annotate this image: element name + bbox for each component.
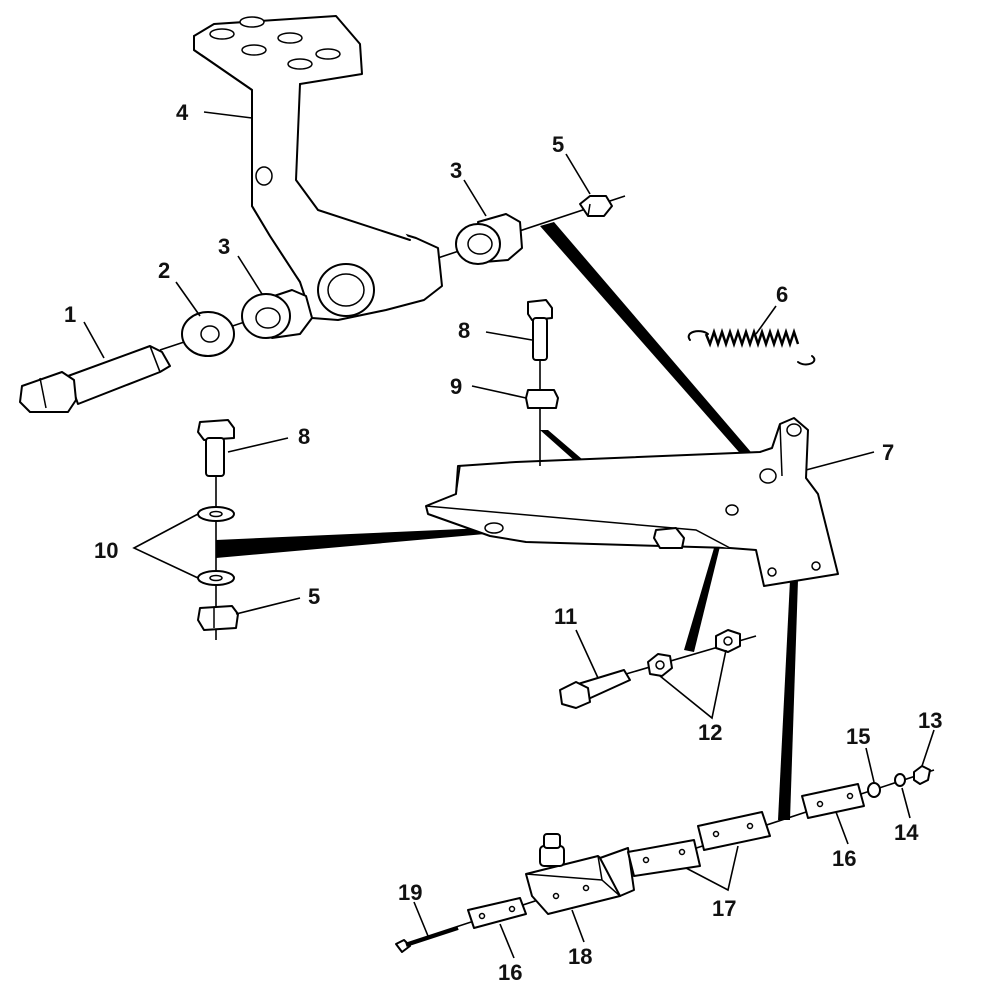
pedal-hole — [277, 32, 303, 44]
bracket-hole — [759, 468, 777, 484]
bolt-11 — [559, 669, 631, 709]
bracket-hole — [786, 423, 802, 437]
pedal-hole — [239, 16, 265, 28]
callout-15: 15 — [846, 724, 870, 749]
insulator-pad-16-right — [801, 783, 865, 819]
callout-7: 7 — [882, 440, 894, 465]
leader-13 — [921, 729, 935, 767]
bracket-hole — [767, 567, 777, 577]
pivot-tube-bore — [327, 273, 365, 307]
callout-8a: 8 — [458, 318, 470, 343]
washer-10-lower — [197, 570, 235, 586]
hex-nut-9 — [525, 389, 559, 409]
callout-10: 10 — [94, 538, 118, 563]
insulator-pad-17b — [697, 811, 771, 851]
connector-wedge-washer-to-plate — [216, 528, 485, 558]
pedal-hole — [287, 58, 313, 70]
leader-14 — [901, 787, 911, 819]
leader-15 — [865, 747, 875, 783]
plate-nut — [653, 527, 685, 549]
hex-nut-top — [579, 195, 613, 217]
callout-17: 17 — [712, 896, 736, 921]
leader-17 — [685, 845, 739, 892]
bracket-hole — [725, 504, 739, 516]
pedal-arm — [193, 15, 443, 321]
leader-8a — [485, 331, 533, 341]
leader-5b — [235, 597, 301, 615]
callout-2: 2 — [158, 258, 170, 283]
leader-6 — [755, 305, 777, 335]
callout-6: 6 — [776, 282, 788, 307]
insulator-pad-17a — [627, 839, 701, 877]
leader-16b — [835, 811, 849, 845]
callout-4: 4 — [176, 100, 189, 125]
pedal-hole — [209, 28, 235, 40]
callout-5a: 5 — [552, 132, 564, 157]
pedal-mounting-bracket — [425, 417, 839, 587]
limit-switch-18 — [525, 833, 635, 915]
leader-8b — [227, 437, 289, 453]
leader-12 — [659, 649, 727, 720]
leader-3b — [463, 179, 487, 217]
pedal-arm-hole — [255, 166, 273, 186]
washer-14 — [894, 773, 906, 787]
bolt-8-left — [197, 419, 235, 477]
callout-13: 13 — [918, 708, 942, 733]
connector-wedge-bracket-to-switch — [778, 580, 798, 820]
callout-5b: 5 — [308, 584, 320, 609]
pedal-hole — [315, 48, 341, 60]
leader-16a — [499, 923, 515, 959]
leader-3a — [237, 255, 263, 295]
callout-11: 11 — [554, 604, 577, 629]
callout-3b: 3 — [450, 158, 462, 183]
bolt-8-right — [527, 299, 553, 361]
pedal-hole — [241, 44, 267, 56]
washer-10-upper — [197, 506, 235, 522]
hex-nut-left — [197, 605, 239, 631]
callout-19: 19 — [398, 880, 422, 905]
plate-hole — [484, 522, 504, 534]
leader-18 — [571, 909, 585, 943]
washer — [181, 311, 235, 357]
leader-5a — [565, 153, 591, 195]
insulator-pad-16-left — [467, 897, 527, 929]
nut-13 — [913, 765, 931, 785]
leader-2 — [175, 281, 201, 317]
leader-10 — [132, 513, 199, 579]
lock-washer-15 — [867, 782, 881, 798]
bushing-right — [455, 213, 523, 265]
callout-12: 12 — [698, 720, 722, 745]
return-spring — [687, 328, 816, 366]
leader-1 — [83, 321, 105, 359]
hex-nut-12b — [715, 629, 741, 653]
callout-3a: 3 — [218, 234, 230, 259]
callout-8b: 8 — [298, 424, 310, 449]
bracket-hole — [811, 561, 821, 571]
callout-16b: 16 — [832, 846, 856, 871]
leader-4 — [203, 111, 253, 119]
pivot-bolt — [19, 345, 171, 413]
callout-9: 9 — [450, 374, 462, 399]
callout-16a: 16 — [498, 960, 522, 985]
bushing-left — [241, 289, 313, 339]
callout-18: 18 — [568, 944, 592, 969]
leader-9 — [471, 385, 527, 399]
callout-1: 1 — [64, 302, 76, 327]
leader-11 — [575, 629, 599, 679]
leader-7 — [805, 451, 875, 471]
leader-19 — [413, 901, 429, 937]
connector-wedge-nut-to-bracket — [540, 222, 768, 476]
callout-14: 14 — [894, 820, 919, 845]
hex-nut-12a — [647, 653, 673, 677]
screw-19 — [395, 926, 459, 953]
